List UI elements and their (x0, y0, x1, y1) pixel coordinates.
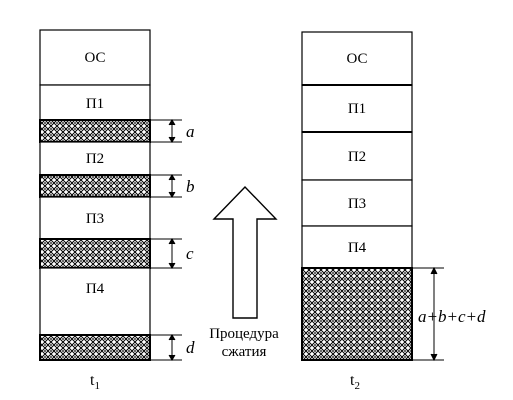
right-dimension-marker (412, 266, 444, 362)
right-time-label: t2 (350, 372, 360, 392)
right-memory-column: ОС П1 П2 П3 П4 t2 (301, 31, 413, 392)
right-block-p3 (301, 179, 413, 227)
left-hole-c (39, 238, 151, 269)
left-block-os (39, 29, 151, 86)
left-block-p3 (39, 196, 151, 240)
right-time-letter: t (350, 372, 355, 389)
hole-label-total: a+b+c+d (418, 307, 486, 326)
right-block-os (301, 31, 413, 86)
left-hole-b (39, 174, 151, 198)
left-block-p4 (39, 267, 151, 336)
arrow-caption-line2: сжатия (222, 344, 267, 360)
right-block-p2 (301, 131, 413, 181)
hole-label-b: b (186, 177, 195, 196)
up-arrow-icon (212, 185, 278, 319)
left-dimension-markers (150, 119, 182, 361)
left-time-letter: t (90, 372, 95, 389)
right-block-p3-label: П3 (348, 196, 366, 212)
right-block-p4 (301, 225, 413, 269)
right-time-subscript: 2 (354, 380, 360, 392)
right-block-p1-label: П1 (348, 101, 366, 117)
right-block-os-label: ОС (346, 51, 367, 67)
right-hole-combined (301, 267, 413, 361)
left-block-p1 (39, 84, 151, 121)
hole-label-c: c (186, 244, 194, 263)
left-memory-column: ОС П1 П2 П3 П4 t1 (39, 29, 151, 392)
compaction-arrow (212, 185, 278, 319)
hole-label-a: a (186, 122, 195, 141)
left-time-subscript: 1 (94, 380, 100, 392)
right-block-p2-label: П2 (348, 149, 366, 165)
left-block-p3-label: П3 (86, 211, 104, 227)
hole-label-d: d (186, 338, 195, 357)
left-block-os-label: ОС (84, 50, 105, 66)
arrow-caption-line1: Процедура (209, 326, 279, 342)
left-time-label: t1 (90, 372, 100, 392)
left-block-p1-label: П1 (86, 96, 104, 112)
right-block-p4-label: П4 (348, 240, 367, 256)
left-block-p4-label: П4 (86, 281, 105, 297)
left-block-p2-label: П2 (86, 151, 104, 167)
left-hole-d (39, 334, 151, 361)
left-hole-a (39, 119, 151, 143)
